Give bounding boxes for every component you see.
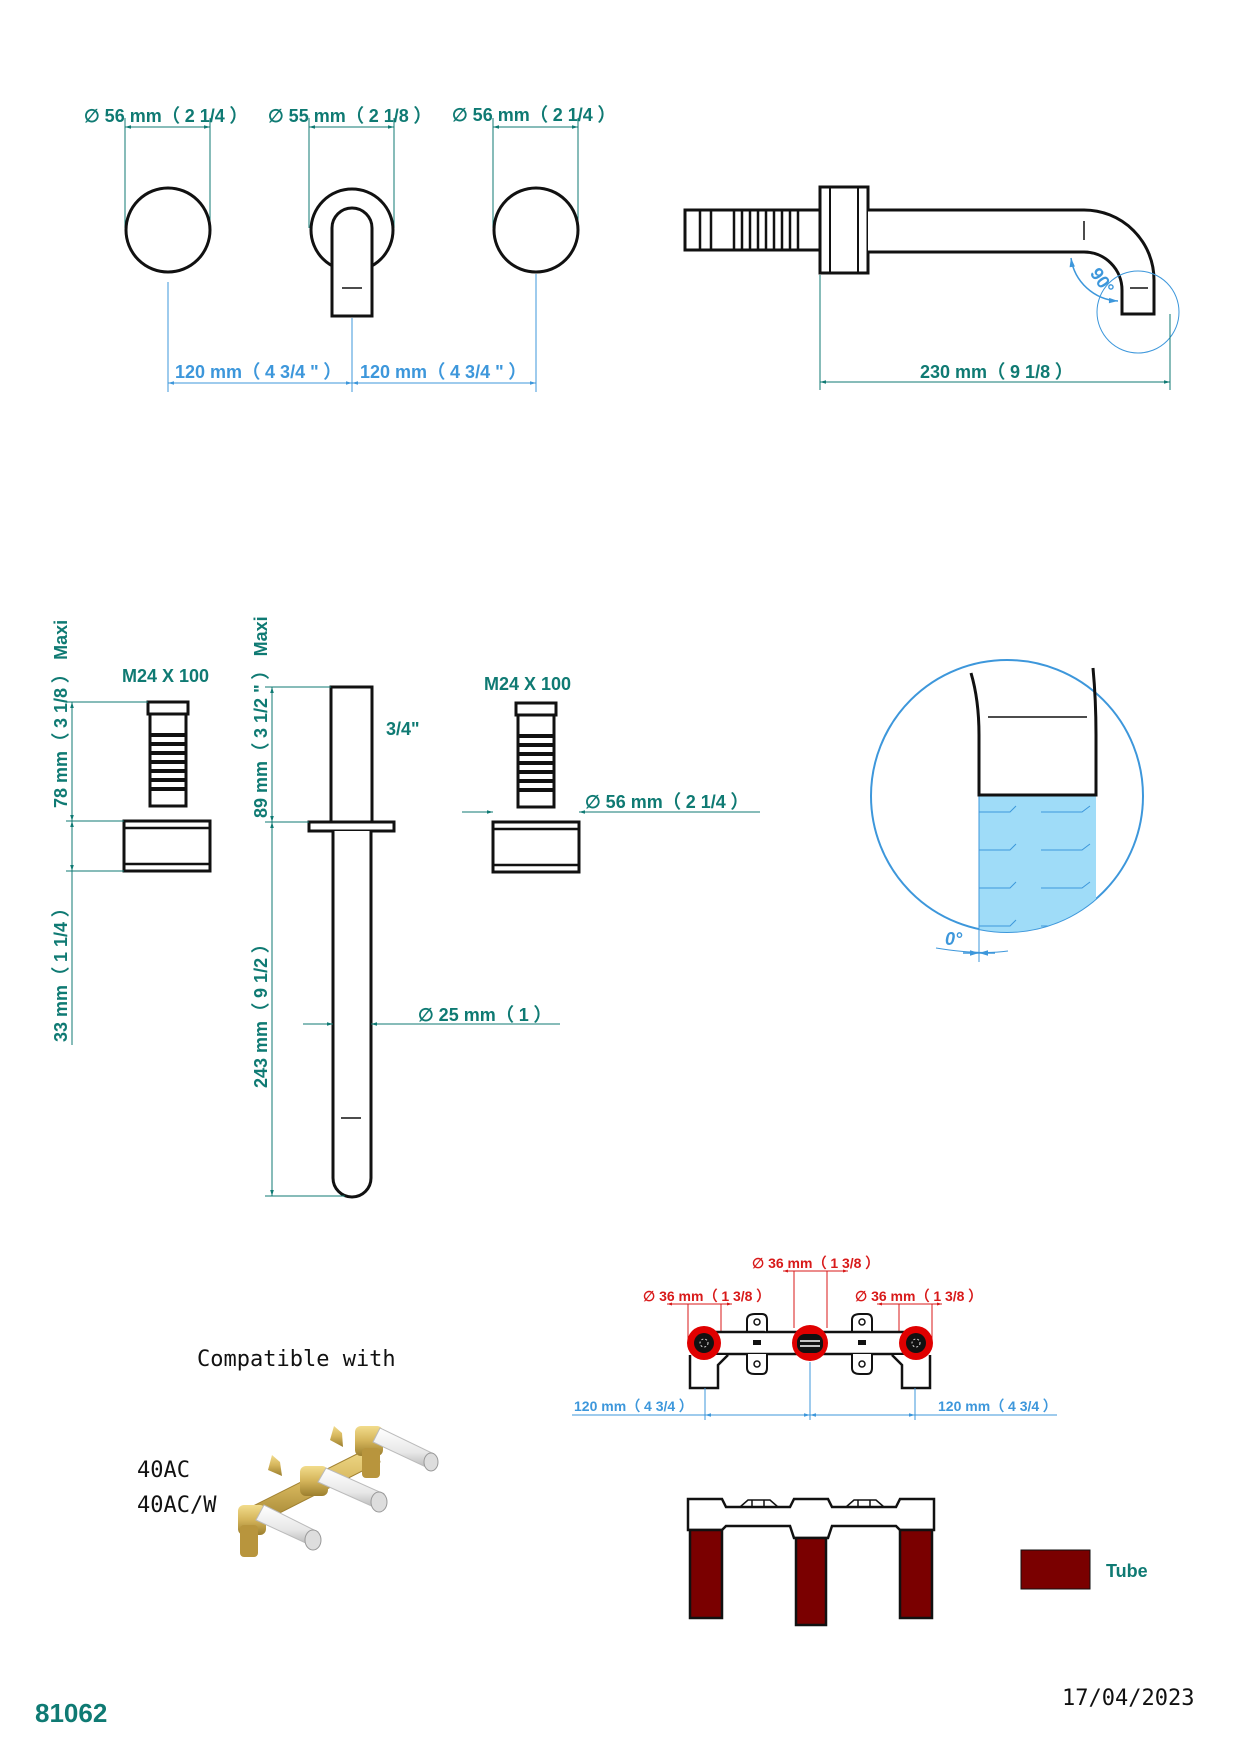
- lever-diameter-label: ∅ 55 mm（ 2 1/8 ）: [268, 106, 432, 126]
- rough-in-body-front: [686, 1497, 936, 1540]
- compatible-model-2: 40AC/W: [137, 1493, 217, 1518]
- valve-cap: [514, 701, 558, 717]
- legend: Tube: [1020, 1549, 1148, 1590]
- tube-right: [898, 1528, 934, 1620]
- rough-in-front-view: [686, 1497, 936, 1627]
- spout-rough-tube: [331, 831, 373, 1199]
- detail-view: 0°: [870, 659, 1144, 962]
- spacing-right-label: 120 mm（ 4 3/4 " ）: [360, 362, 527, 382]
- valve-depth-label: 78 mm（ 3 1/8 ） Maxi: [51, 620, 71, 808]
- tube-legend-swatch: [1020, 1549, 1091, 1590]
- rough-in-top-view: ∅ 36 mm（ 1 3/8 ） ∅ 36 mm（ 1 3/8 ） ∅ 36 m…: [572, 1255, 1057, 1420]
- valve-handle: [491, 820, 581, 874]
- spacing-left-label: 120 mm（ 4 3/4 " ）: [175, 362, 342, 382]
- spout-rough-length-label: 243 mm（ 9 1/2 ）: [251, 935, 271, 1088]
- handle-diameter-label: ∅ 56 mm（ 2 1/4 ）: [585, 792, 749, 812]
- product-code: 81062: [35, 1698, 107, 1728]
- spout-rough-body: [329, 685, 374, 824]
- spout-thread: [683, 208, 823, 252]
- water-stream: [979, 795, 1096, 932]
- spout-body: [868, 208, 1156, 316]
- valve-thread-right-label: M24 X 100: [484, 674, 571, 694]
- front-view: ∅ 56 mm（ 2 1/4 ） ∅ 55 mm（ 2 1/8 ） ∅ 56 m…: [84, 105, 616, 392]
- valve-cap: [146, 700, 190, 716]
- angle-arc: [1069, 257, 1119, 304]
- compatible-with-title: Compatible with: [197, 1347, 396, 1372]
- left-port-diameter-label: ∅ 36 mm（ 1 3/8 ）: [643, 1288, 770, 1304]
- spout-thread-label: 3/4": [386, 719, 420, 739]
- spout-rough-flange: [307, 820, 396, 833]
- left-handle: [124, 186, 212, 274]
- valve-handle: [122, 819, 212, 873]
- valve-thread-lines: [518, 734, 554, 792]
- right-handle-diameter-label: ∅ 56 mm（ 2 1/4 ）: [452, 105, 616, 125]
- document-date: 17/04/2023: [1062, 1686, 1194, 1711]
- rough-spacing-right-label: 120 mm（ 4 3/4 ）: [938, 1398, 1057, 1414]
- spout-angle-label: 90°: [1086, 264, 1118, 298]
- compatible-model-1: 40AC: [137, 1458, 190, 1483]
- spout-depth-label: 89 mm（ 3 1/2 " ） Maxi: [251, 616, 271, 818]
- side-views: M24 X 100 78 mm（ 3 1/8 ） Maxi 33 mm（ 1 1…: [51, 616, 760, 1199]
- handle-height-label: 33 mm（ 1 1/4 ）: [51, 899, 71, 1042]
- center-port-diameter-label: ∅ 36 mm（ 1 3/8 ）: [752, 1255, 879, 1271]
- spout-diameter-label: ∅ 25 mm（ 1 ）: [418, 1005, 552, 1025]
- spout-tip-outline: [969, 667, 1098, 797]
- thread-lines: [698, 210, 800, 250]
- detail-angle-label: 0°: [945, 929, 963, 949]
- left-handle-diameter-label: ∅ 56 mm（ 2 1/4 ）: [84, 106, 248, 126]
- spout-length-label: 230 mm（ 9 1/8 ）: [920, 362, 1073, 382]
- compatibility-section: Compatible with 40AC 40AC/W: [137, 1347, 439, 1557]
- valve-thread-left-label: M24 X 100: [122, 666, 209, 686]
- spout-view: 90° 230 mm（ 9 1/8 ）: [683, 185, 1180, 390]
- lever-handle: [330, 206, 374, 318]
- valve-body-illustration: [238, 1426, 439, 1557]
- tube-legend-label: Tube: [1106, 1561, 1148, 1581]
- rough-spacing-left-label: 120 mm（ 4 3/4 ）: [574, 1398, 693, 1414]
- tube-center: [794, 1536, 828, 1627]
- right-port-diameter-label: ∅ 36 mm（ 1 3/8 ）: [855, 1288, 982, 1304]
- spout-flange: [818, 185, 870, 275]
- tube-left: [688, 1528, 724, 1620]
- detail-callout-circle: [1096, 270, 1180, 354]
- right-handle: [492, 186, 580, 274]
- valve-thread-lines: [150, 733, 186, 791]
